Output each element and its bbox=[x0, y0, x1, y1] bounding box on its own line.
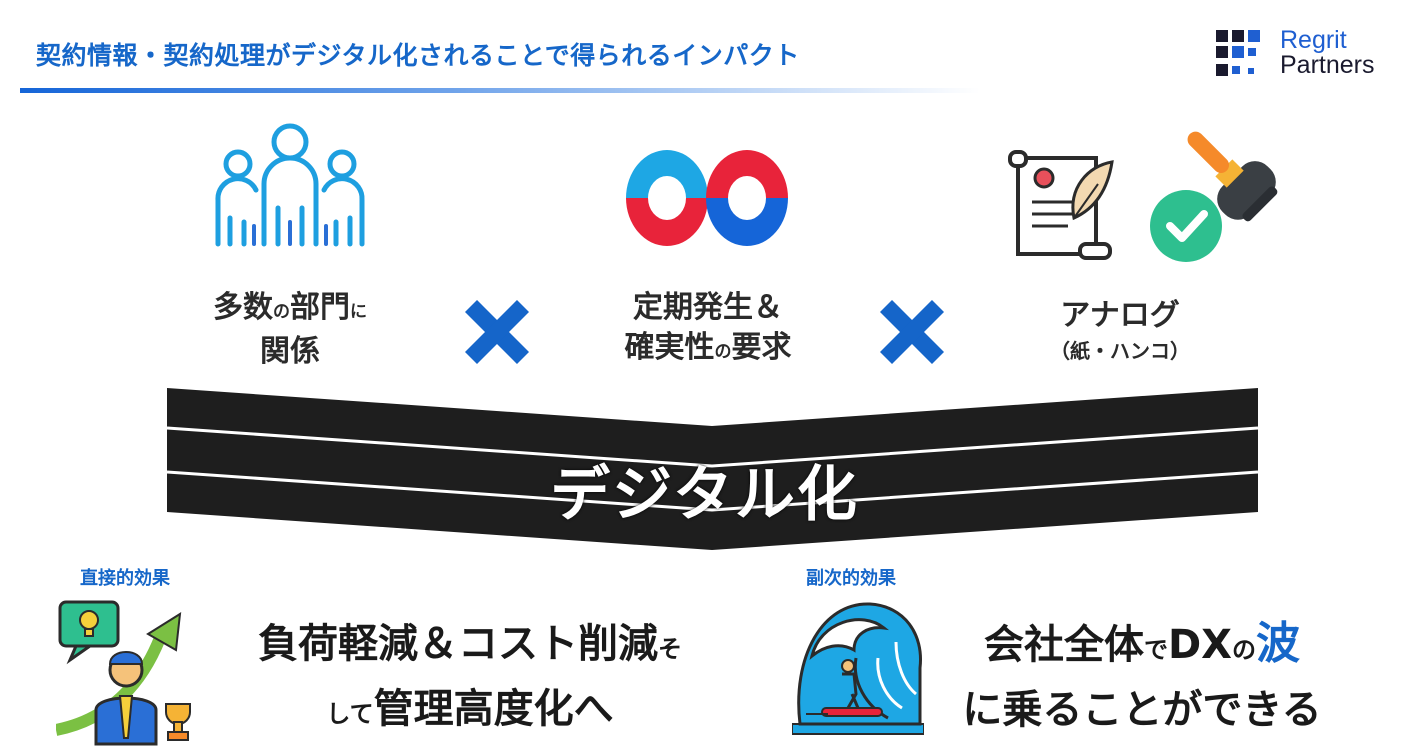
secondary-line1-e: 波 bbox=[1256, 618, 1301, 669]
secondary-effect-tag: 副次的効果 bbox=[806, 568, 896, 589]
surfer-wave-icon bbox=[792, 602, 924, 735]
factor2-text-b: の bbox=[714, 342, 732, 362]
multiply-icon bbox=[465, 300, 529, 364]
factor-departments: 多数の部門に 関係 bbox=[178, 288, 402, 372]
logo-wordmark: Regrit Partners bbox=[1280, 28, 1374, 78]
direct-line1-b: そ bbox=[658, 635, 682, 663]
logo-line2: Partners bbox=[1280, 51, 1375, 79]
approval-stamp-icon bbox=[1150, 131, 1278, 262]
factor3-line1: アナログ bbox=[1060, 298, 1180, 333]
company-logo: Regrit Partners bbox=[1216, 28, 1396, 82]
factor1-text-b: の bbox=[273, 302, 290, 322]
direct-effect-tag: 直接的効果 bbox=[80, 568, 170, 589]
logo-grid-icon bbox=[1216, 30, 1260, 76]
factor1-line2: 関係 bbox=[260, 334, 320, 369]
secondary-effect-text: 会社全体でDXの波 に乗ることができる bbox=[922, 614, 1362, 740]
secondary-line1-b: で bbox=[1143, 636, 1168, 664]
people-icon bbox=[215, 123, 365, 247]
title-underline bbox=[20, 88, 980, 93]
logo-line1: Regrit bbox=[1280, 26, 1347, 54]
factor-recurring: 定期発生＆ 確実性の要求 bbox=[590, 288, 826, 372]
factor2-line1: 定期発生＆ bbox=[633, 290, 783, 325]
infinity-icon bbox=[626, 150, 788, 246]
secondary-line1-a: 会社全体 bbox=[983, 622, 1144, 668]
factor1-text-a: 多数 bbox=[213, 290, 273, 325]
direct-effect-text: 負荷軽減＆コスト削減そ して管理高度化へ bbox=[200, 614, 740, 744]
factor1-text-c: 部門 bbox=[290, 290, 350, 325]
secondary-line1-c: DX bbox=[1167, 622, 1233, 668]
factor2-text-c: 要求 bbox=[731, 330, 792, 365]
factor2-text-a: 確実性 bbox=[624, 330, 715, 365]
direct-line2-a: して bbox=[326, 700, 374, 728]
factor1-text-d: に bbox=[350, 302, 367, 322]
direct-line1-a: 負荷軽減＆コスト削減 bbox=[258, 621, 658, 667]
direct-line2-b: 管理高度化へ bbox=[373, 686, 614, 732]
secondary-line2: に乗ることができる bbox=[962, 687, 1322, 733]
digitalization-chevron-band bbox=[167, 388, 1258, 550]
secondary-line1-d: の bbox=[1232, 636, 1257, 664]
growth-businessman-icon bbox=[56, 600, 191, 746]
paper-scroll-icon bbox=[1008, 150, 1114, 260]
band-label: デジタル化 bbox=[550, 461, 859, 528]
factor-analog: アナログ （紙・ハンコ） bbox=[1010, 296, 1230, 366]
page-title: 契約情報・契約処理がデジタル化されることで得られるインパクト bbox=[36, 41, 800, 70]
factor3-line2: （紙・ハンコ） bbox=[1050, 339, 1190, 363]
multiply-icon-2 bbox=[880, 300, 944, 364]
